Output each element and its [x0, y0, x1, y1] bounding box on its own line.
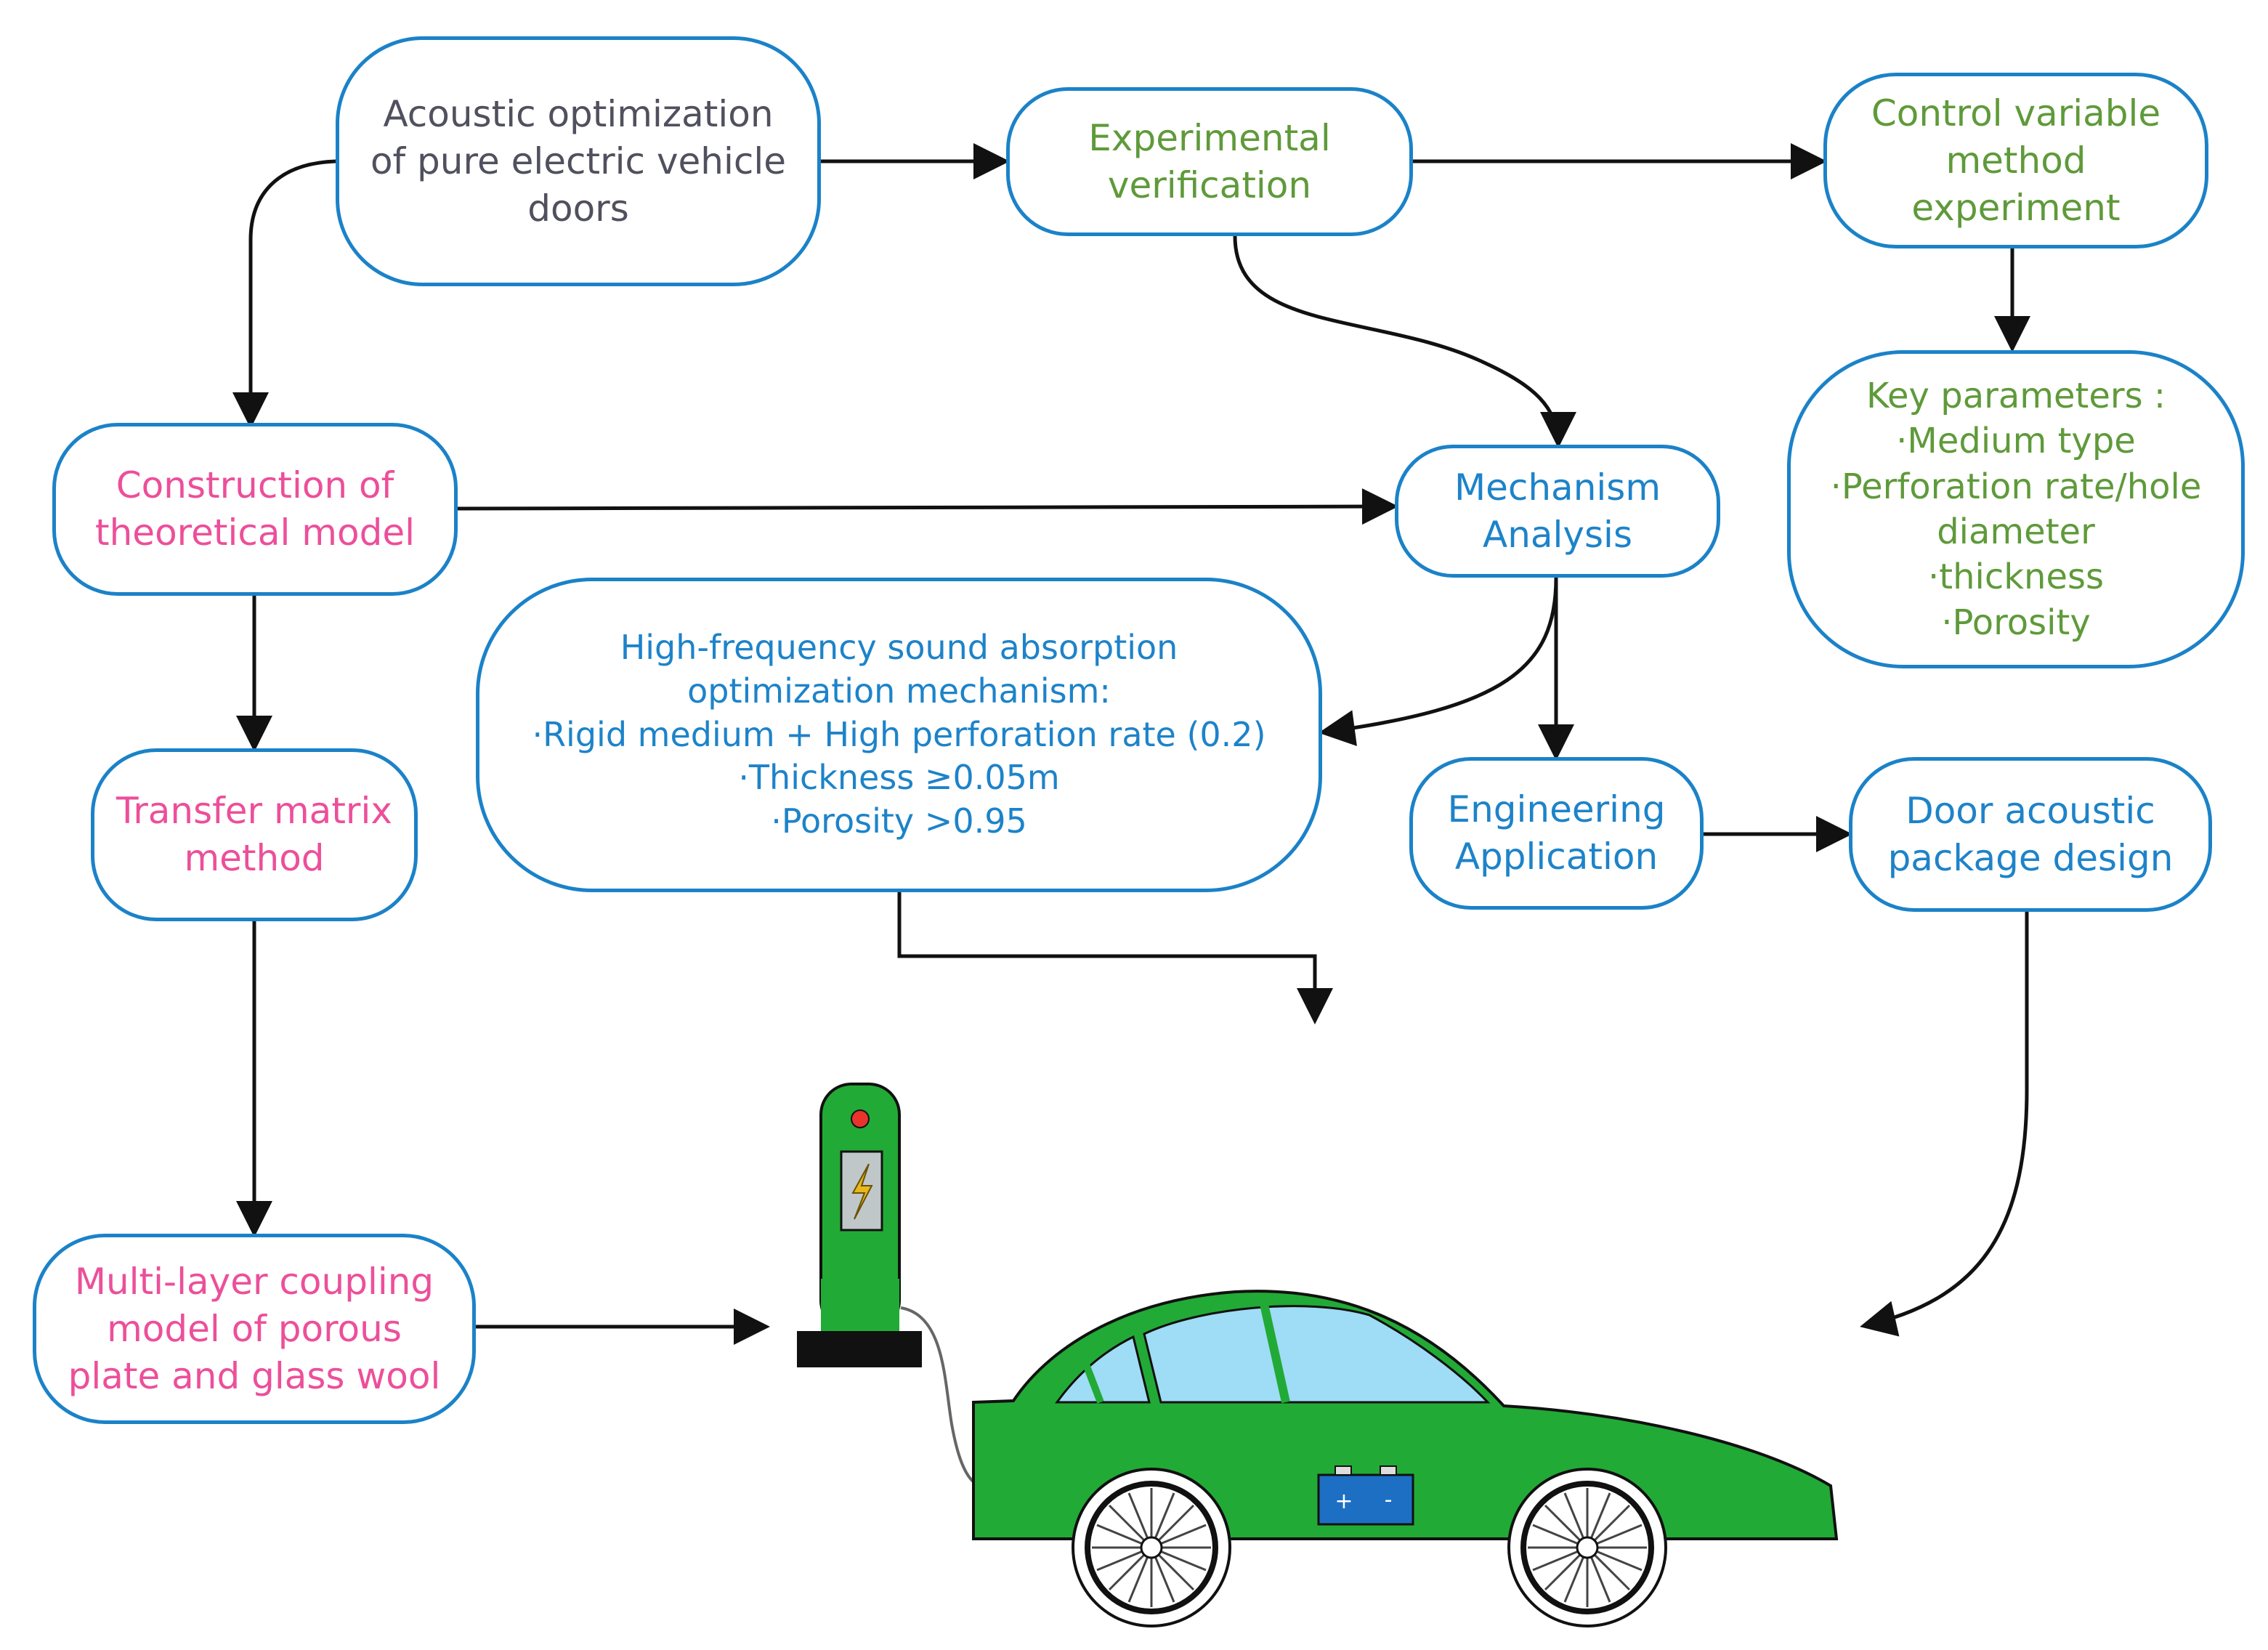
- battery-plus-label: +: [1335, 1489, 1353, 1514]
- node-line: Door acoustic: [1905, 789, 2155, 832]
- node-line: Transfer matrix: [116, 790, 392, 832]
- node-line: ·Thickness ≥0.05m: [738, 758, 1060, 798]
- arrow-mechanism-to-highfreq: [1319, 577, 1558, 746]
- node-line: optimization mechanism:: [687, 671, 1111, 711]
- transfer-matrix-node: Transfer matrix method: [91, 748, 418, 921]
- node-line: method: [184, 837, 325, 879]
- charging-cable: [900, 1306, 981, 1487]
- node-line: Construction of: [116, 464, 394, 506]
- node-line: package design: [1887, 836, 2174, 879]
- window-pillar: [1260, 1303, 1290, 1404]
- node-line: experiment: [1911, 186, 2121, 229]
- node-line: Key parameters :: [1866, 375, 2166, 416]
- experimental-verification-node: Experimental verification: [1006, 87, 1413, 236]
- window-pillar-rear: [1082, 1363, 1104, 1404]
- high-frequency-mechanism-node: High-frequency sound absorption optimiza…: [476, 578, 1322, 892]
- node-line: ·Rigid medium + High perforation rate (0…: [532, 714, 1266, 754]
- node-line: theoretical model: [95, 511, 415, 554]
- arrow-door-to-car: [1860, 912, 2029, 1337]
- arrow-verification-to-mechanism: [1233, 235, 1576, 448]
- battery-terminal-right: [1380, 1465, 1397, 1476]
- key-parameters-node: Key parameters : ·Medium type ·Perforati…: [1787, 350, 2245, 668]
- node-line: diameter: [1937, 511, 2095, 552]
- node-line: Experimental: [1088, 116, 1331, 159]
- battery-terminal-left: [1335, 1465, 1352, 1476]
- electric-car: + -: [972, 1290, 1839, 1627]
- node-line: verification: [1107, 163, 1312, 206]
- node-line: Control variable: [1871, 92, 2161, 134]
- arrow-construction-to-mechanism: [457, 488, 1398, 525]
- rear-window: [1055, 1335, 1151, 1404]
- node-line: method: [1945, 139, 2086, 182]
- rear-wheel-hub: [1140, 1536, 1163, 1559]
- charger-base: [797, 1331, 922, 1367]
- acoustic-optimization-node: Acoustic optimization of pure electric v…: [336, 36, 821, 286]
- node-line: Engineering: [1447, 788, 1666, 830]
- control-variable-node: Control variable method experiment: [1823, 73, 2208, 248]
- mechanism-analysis-node: Mechanism Analysis: [1395, 445, 1720, 578]
- node-line: ·thickness: [1928, 557, 2104, 598]
- node-line: ·Porosity >0.95: [771, 801, 1027, 841]
- node-line: Multi-layer coupling: [74, 1260, 434, 1303]
- node-line: Acoustic optimization: [383, 92, 774, 135]
- battery-icon: [1317, 1473, 1414, 1526]
- node-line: model of porous: [107, 1307, 402, 1350]
- lightning-bolt-icon: [851, 1163, 873, 1220]
- charger-indicator-light: [851, 1109, 870, 1128]
- arrow-acoustic-to-construction: [232, 159, 336, 429]
- arrow-highfreq-to-car: [897, 892, 1333, 1024]
- front-wheel-hub: [1576, 1536, 1599, 1559]
- node-line: ·Perforation rate/hole: [1830, 466, 2202, 507]
- battery-minus-label: -: [1385, 1487, 1393, 1513]
- node-line: Mechanism: [1454, 466, 1661, 509]
- node-line: ·Porosity: [1941, 602, 2091, 643]
- node-line: Application: [1454, 836, 1659, 878]
- construction-model-node: Construction of theoretical model: [52, 423, 458, 596]
- node-line: plate and glass wool: [68, 1354, 441, 1397]
- engineering-application-node: Engineering Application: [1409, 757, 1704, 910]
- node-line: ·Medium type: [1896, 421, 2136, 462]
- node-line: High-frequency sound absorption: [620, 628, 1178, 667]
- door-acoustic-package-node: Door acoustic package design: [1849, 757, 2212, 912]
- node-line: doors: [527, 187, 629, 230]
- node-line: of pure electric vehicle: [370, 139, 787, 182]
- multi-layer-coupling-node: Multi-layer coupling model of porous pla…: [33, 1234, 476, 1424]
- node-line: Analysis: [1482, 513, 1632, 556]
- front-window: [1143, 1305, 1491, 1404]
- charger-post-bottom: [821, 1279, 899, 1331]
- charging-station: [797, 1083, 981, 1487]
